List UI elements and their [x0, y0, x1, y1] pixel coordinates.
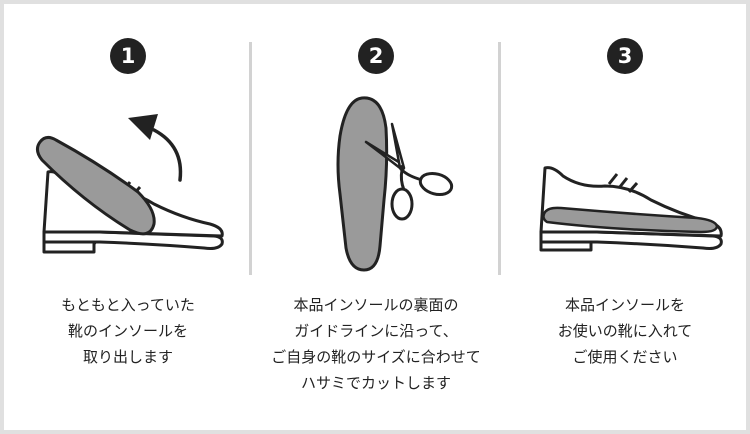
- step-2-number-badge: 2: [358, 38, 394, 74]
- caption-line: ご使用ください: [572, 348, 678, 366]
- step-2-illustration: [336, 96, 454, 272]
- step-1-caption: もともと入っていた 靴のインソールを 取り出します: [4, 292, 252, 370]
- caption-line: 取り出します: [82, 348, 173, 366]
- caption-line: もともと入っていた: [61, 296, 195, 314]
- caption-line: ガイドラインに沿って、: [294, 322, 458, 340]
- caption-line: お使いの靴に入れて: [557, 322, 693, 340]
- step-3-panel: 3 本品インソールを お使いの靴に入れて ご使用ください: [501, 4, 749, 430]
- step-1-illustration: [35, 114, 224, 254]
- caption-line: 本品インソールを: [564, 296, 685, 314]
- caption-line: 本品インソールの裏面の: [293, 296, 459, 314]
- step-3-caption: 本品インソールを お使いの靴に入れて ご使用ください: [501, 292, 749, 370]
- step-3-number-badge: 3: [607, 38, 643, 74]
- step-2-panel: 2 本品インソールの裏面の ガイドラインに沿って、 ご自身の靴のサイズに合わせて: [252, 4, 500, 430]
- insole-icon: [542, 206, 719, 234]
- step-1-panel: 1 もともと入っていた 靴の: [4, 4, 252, 430]
- insole-icon: [336, 96, 389, 272]
- step-2-caption: 本品インソールの裏面の ガイドラインに沿って、 ご自身の靴のサイズに合わせて ハ…: [252, 292, 500, 396]
- scissors-icon: [364, 122, 454, 221]
- caption-line: ハサミでカットします: [300, 374, 451, 392]
- divider-2: [498, 42, 501, 275]
- insole-icon: [35, 135, 156, 236]
- step-3-illustration: [539, 166, 723, 252]
- arrow-icon: [128, 114, 183, 182]
- caption-line: 靴のインソールを: [67, 322, 188, 340]
- step-1-number-badge: 1: [110, 38, 146, 74]
- caption-line: ご自身の靴のサイズに合わせて: [271, 348, 481, 366]
- divider-1: [249, 42, 252, 275]
